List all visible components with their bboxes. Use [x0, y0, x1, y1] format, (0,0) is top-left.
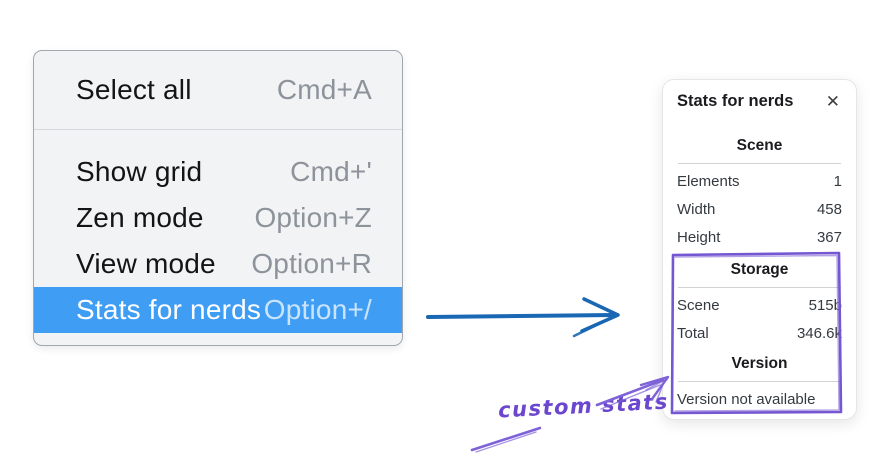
stat-value: 367 [816, 229, 842, 246]
stats-for-nerds-panel: Stats for nerds ✕ Scene Elements 1 Width… [662, 79, 857, 420]
scene-rows: Elements 1 Width 458 Height 367 [677, 164, 842, 252]
menu-item-shortcut: Option+Z [254, 202, 372, 233]
menu-item-shortcut: Option+/ [263, 294, 372, 325]
version-note: Version not available [677, 391, 816, 408]
stat-row-elements: Elements 1 [677, 168, 842, 196]
section-header-version: Version [731, 355, 788, 372]
menu-item-shortcut: Cmd+' [290, 156, 372, 187]
flow-arrow-icon [426, 297, 620, 338]
menu-item-label: View mode [76, 248, 216, 279]
section-divider [678, 163, 841, 164]
menu-group-bottom: Show grid Cmd+' Zen mode Option+Z View m… [34, 130, 402, 333]
storage-rows: Scene 515b Total 346.6k [677, 288, 842, 348]
section-header-storage: Storage [730, 261, 789, 278]
menu-item-view-mode[interactable]: View mode Option+R [34, 241, 402, 287]
stat-row-width: Width 458 [677, 196, 842, 224]
menu-item-label: Show grid [76, 156, 203, 187]
menu-item-stats-for-nerds[interactable]: Stats for nerds Option+/ [34, 287, 402, 333]
annotation-custom-stats: custom stats [497, 389, 670, 423]
menu-item-label: Zen mode [76, 202, 204, 233]
panel-header: Stats for nerds ✕ [677, 80, 842, 112]
context-menu: Select all Cmd+A Show grid Cmd+' Zen mod… [33, 50, 403, 346]
menu-divider [34, 129, 402, 130]
section-header-scene: Scene [736, 137, 783, 154]
panel-title: Stats for nerds [677, 91, 794, 110]
close-icon[interactable]: ✕ [825, 91, 840, 111]
stat-label: Elements [677, 173, 740, 190]
annotation-arrow-icon [470, 375, 670, 453]
menu-item-shortcut: Cmd+A [276, 74, 372, 105]
stat-label: Height [677, 229, 721, 246]
stat-row-scene-size: Scene 515b [677, 292, 842, 320]
menu-group-top: Select all Cmd+A [34, 51, 402, 129]
stat-value: 458 [816, 201, 842, 218]
menu-item-label: Select all [76, 74, 192, 105]
stat-label: Width [677, 201, 716, 218]
stat-row-total-size: Total 346.6k [677, 320, 842, 348]
menu-item-select-all[interactable]: Select all Cmd+A [34, 67, 402, 113]
menu-item-shortcut: Option+R [251, 248, 372, 279]
stat-value: 346.6k [796, 325, 842, 342]
stat-row-height: Height 367 [677, 224, 842, 252]
stat-value: 1 [833, 173, 842, 190]
menu-item-show-grid[interactable]: Show grid Cmd+' [34, 149, 402, 195]
stat-value: 515b [808, 297, 842, 314]
menu-item-zen-mode[interactable]: Zen mode Option+Z [34, 195, 402, 241]
stat-label: Total [677, 325, 709, 342]
menu-item-label: Stats for nerds [76, 294, 262, 325]
stat-label: Scene [677, 297, 720, 314]
